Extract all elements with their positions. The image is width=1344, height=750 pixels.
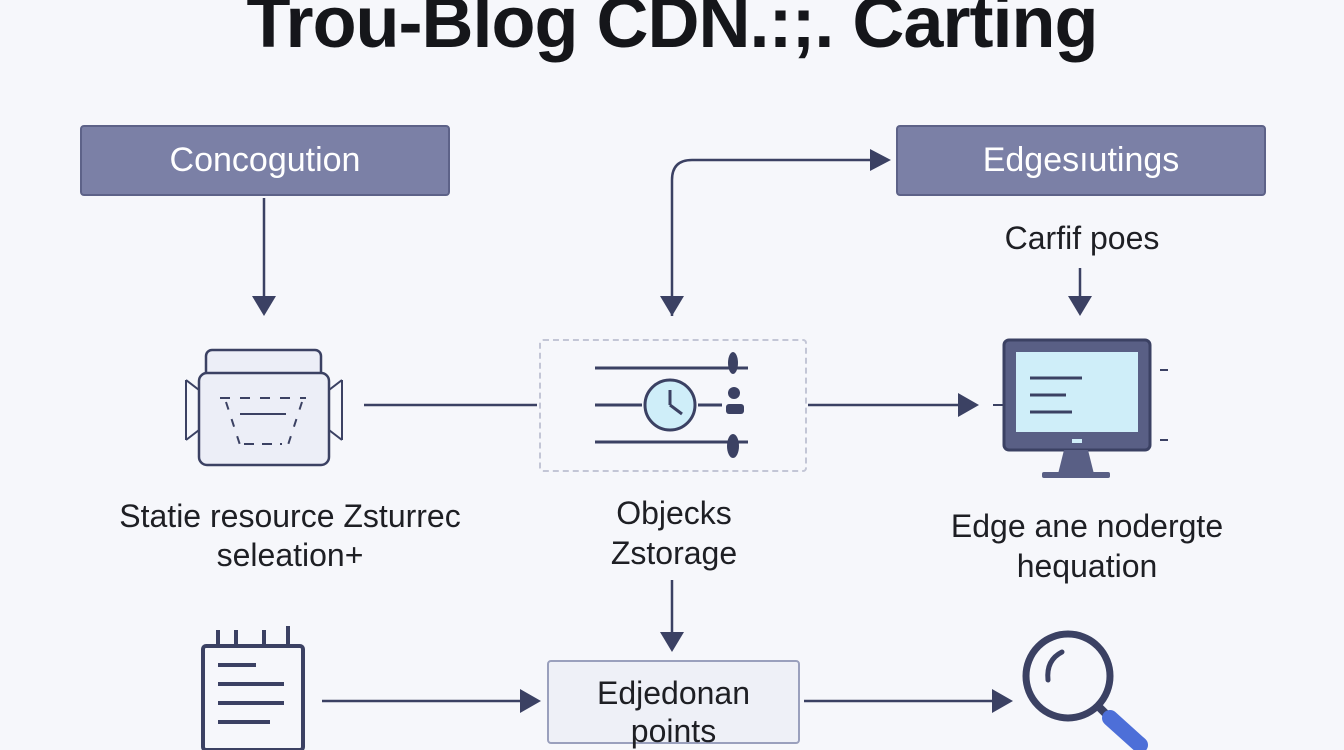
document-icon [201,626,305,750]
object-storage-label-line1: Objecks [616,495,732,531]
configuration-box: Concogution [80,125,450,196]
configuration-label: Concogution [169,141,361,179]
magnifier-icon [1022,630,1148,750]
connector-config-poes-to-monitor [1068,268,1092,316]
connector-endpoints-to-search [804,689,1013,713]
endpoints-label-line1: Edjedonan [596,675,751,711]
monitor-icon [993,338,1168,478]
static-resource-label-line2: seleation+ [216,537,364,573]
config-poes-label: Carfif poes [1004,220,1160,256]
connector-storage-to-endpoints [660,580,684,652]
connector-storage-to-edge-settings [660,149,891,316]
edge-node-label-line1: Edge ane nodergte [950,508,1224,544]
edge-settings-label: Edgesıutings [982,141,1180,179]
endpoints-box: Edjedonan points [547,660,800,749]
static-resource-label-line1: Statie resource Zsturrec [119,498,461,534]
edge-node-label-line2: hequation [1016,548,1158,584]
object-storage-frame [539,339,807,472]
endpoints-label-line2: points [630,713,717,749]
edge-settings-box: Edgesıutings [896,125,1266,196]
server-card-icon [185,348,343,467]
connector-document-to-endpoints [322,689,541,713]
connector-storage-to-monitor [808,393,979,417]
object-storage-label-line2: Zstorage [610,535,738,571]
diagram-title: Trou-Blog CDN.:;. Carting [246,0,1099,63]
clock-sliders-icon [595,352,748,458]
connector-config-to-static [252,198,276,316]
